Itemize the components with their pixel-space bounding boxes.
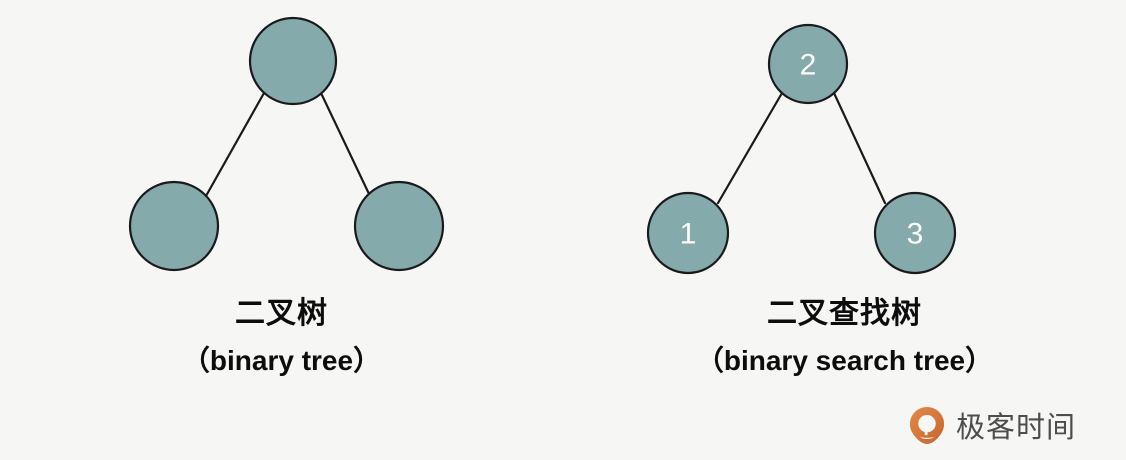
geektime-logo-icon xyxy=(909,406,945,444)
bst-node-left[interactable] xyxy=(646,191,730,275)
bst-node-right-label: 3 xyxy=(907,218,924,251)
watermark: 极客时间 xyxy=(908,402,1076,448)
caption-bst-cn: 二叉查找树 xyxy=(767,297,922,330)
edge-root-right xyxy=(319,91,372,198)
edge-root-right xyxy=(832,91,887,205)
caption-bst-en: （binary search tree） xyxy=(695,345,994,376)
bst-node-right[interactable] xyxy=(873,191,957,275)
tree-node-left[interactable] xyxy=(128,180,220,272)
binary-search-tree-graphic: 2 1 3 xyxy=(646,23,957,275)
figure-binary-search-tree: 2 1 3 二叉查找树 （binary search tree） xyxy=(563,0,1126,460)
binary-tree-graphic xyxy=(128,16,445,272)
bst-node-root-label: 2 xyxy=(800,49,817,82)
bst-node-left-label: 1 xyxy=(680,218,697,251)
watermark-brand-text: 极客时间 xyxy=(956,412,1077,444)
figure-binary-tree: 二叉树 （binary tree） xyxy=(128,16,445,376)
tree-node-root[interactable] xyxy=(248,16,338,106)
edge-root-left xyxy=(716,91,784,205)
caption-binary-tree-en: （binary tree） xyxy=(181,345,382,376)
edge-root-left xyxy=(204,91,266,198)
caption-binary-tree-cn: 二叉树 xyxy=(235,297,328,330)
tree-node-right[interactable] xyxy=(353,180,445,272)
bst-node-root[interactable] xyxy=(767,23,849,105)
